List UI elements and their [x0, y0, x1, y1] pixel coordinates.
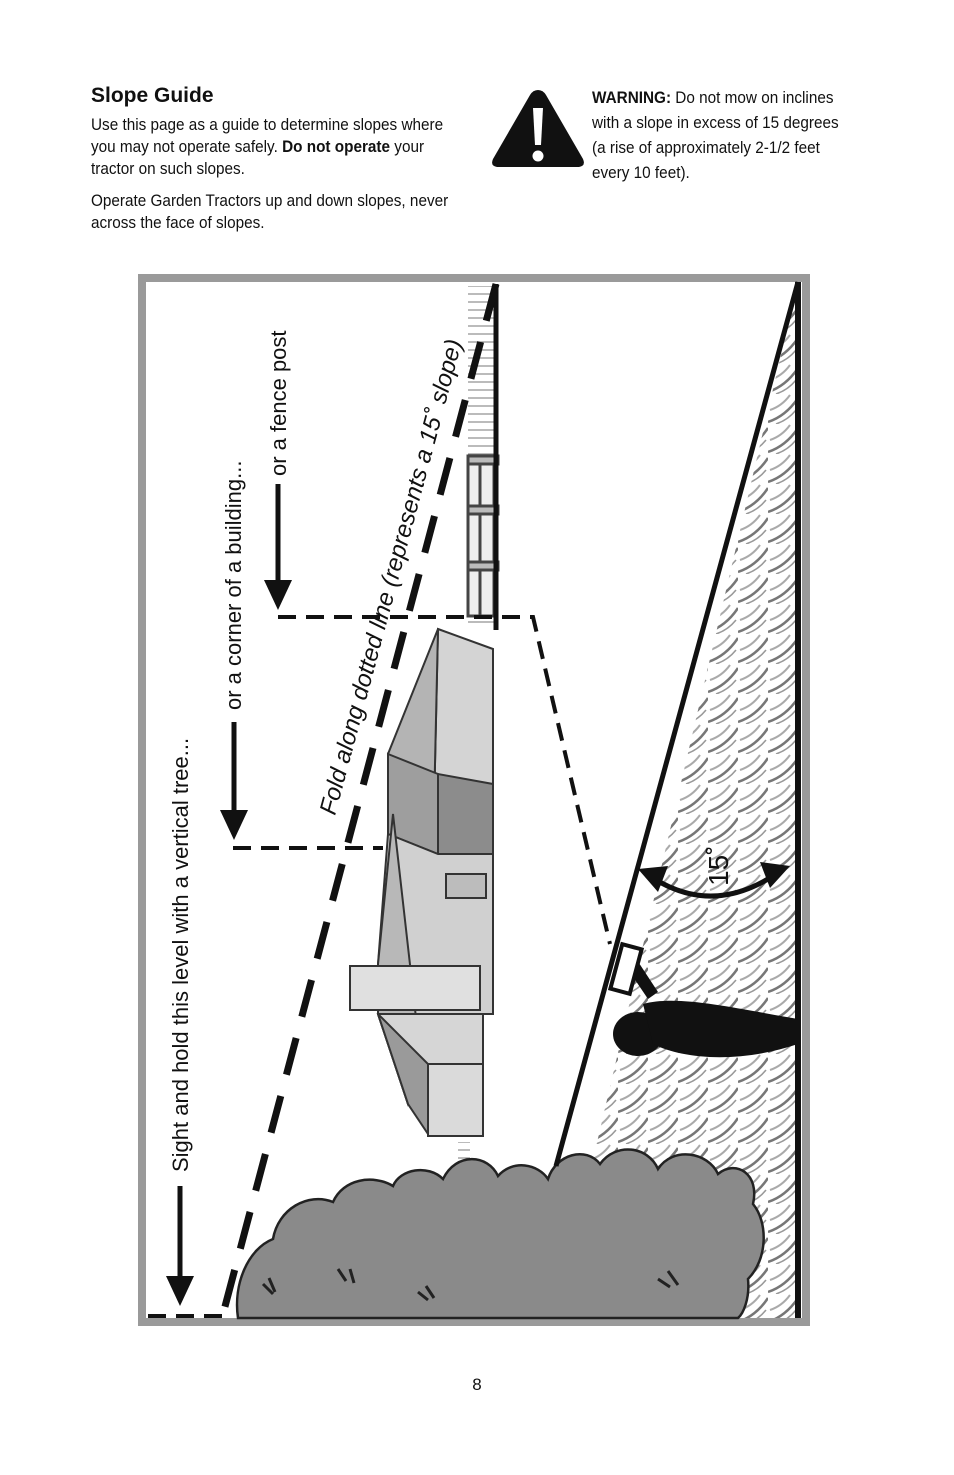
intro-end-text: your tractor on such slopes. [91, 137, 425, 178]
slope-line [553, 281, 801, 1167]
tree-bushes [235, 1148, 765, 1320]
building [349, 627, 494, 1138]
intro-paragraph: Use this page as a guide to determine sl… [91, 114, 460, 180]
label-fence: or a fence post [266, 330, 291, 476]
arrow-building [220, 722, 248, 840]
label-tree: Sight and hold this level with a vertica… [168, 738, 193, 1172]
warning-label: WARNING: [592, 88, 672, 107]
slope-guide-diagram: Sight and hold this level with a vertica… [138, 274, 810, 1326]
angle-label: 15˚ [703, 846, 734, 886]
paragraph-2: Operate Garden Tractors up and down slop… [91, 191, 449, 232]
warning-body: Do not mow on inclines with a slope in e… [592, 88, 839, 182]
warning-text: WARNING: Do not mow on inclines with a s… [592, 85, 853, 185]
arrow-tree [166, 1186, 194, 1306]
angle-arc [638, 862, 790, 899]
intro-text: Use this page as a guide to determine sl… [91, 115, 444, 156]
person-with-level-icon [607, 941, 798, 1058]
arrow-fence [264, 484, 292, 610]
page-number: 8 [472, 1375, 482, 1394]
label-building: or a corner of a building... [221, 461, 246, 710]
intro-section: Slope Guide Use this page as a guide to … [91, 84, 466, 244]
grass-area [556, 282, 798, 1318]
sight-lines [148, 615, 612, 1318]
warning-triangle-icon [492, 90, 584, 167]
section-title: Slope Guide [91, 84, 214, 107]
intro-bold-text: Do not operate [282, 137, 391, 156]
